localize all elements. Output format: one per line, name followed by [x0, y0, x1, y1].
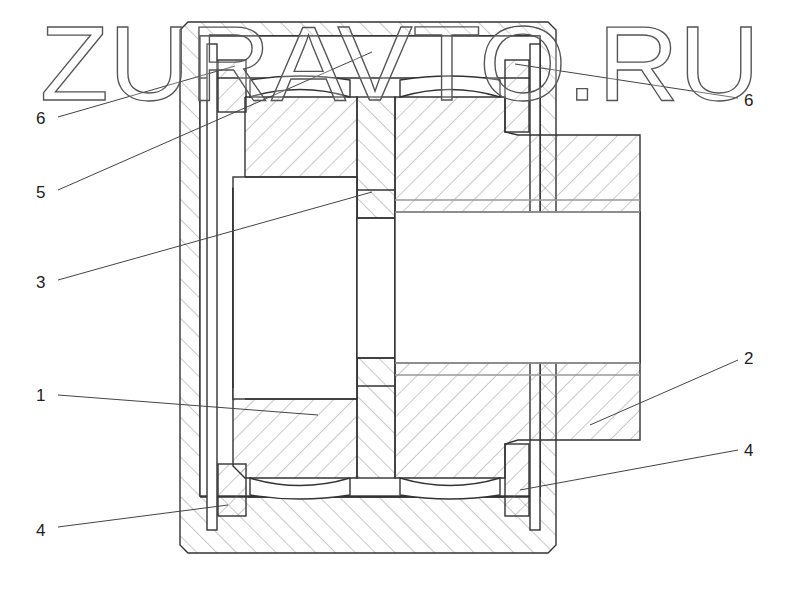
leader-lines — [58, 52, 738, 527]
callout-number: 5 — [36, 184, 45, 201]
callout-number: 4 — [36, 522, 45, 539]
callout-number: 6 — [744, 92, 753, 109]
callout-number: 1 — [36, 387, 45, 404]
callout-number: 2 — [744, 350, 753, 367]
callout-number: 3 — [36, 274, 45, 291]
callout-number: 6 — [36, 110, 45, 127]
watermark: ZURAVTO.RU — [40, 10, 760, 116]
callout-number: 4 — [744, 442, 753, 459]
